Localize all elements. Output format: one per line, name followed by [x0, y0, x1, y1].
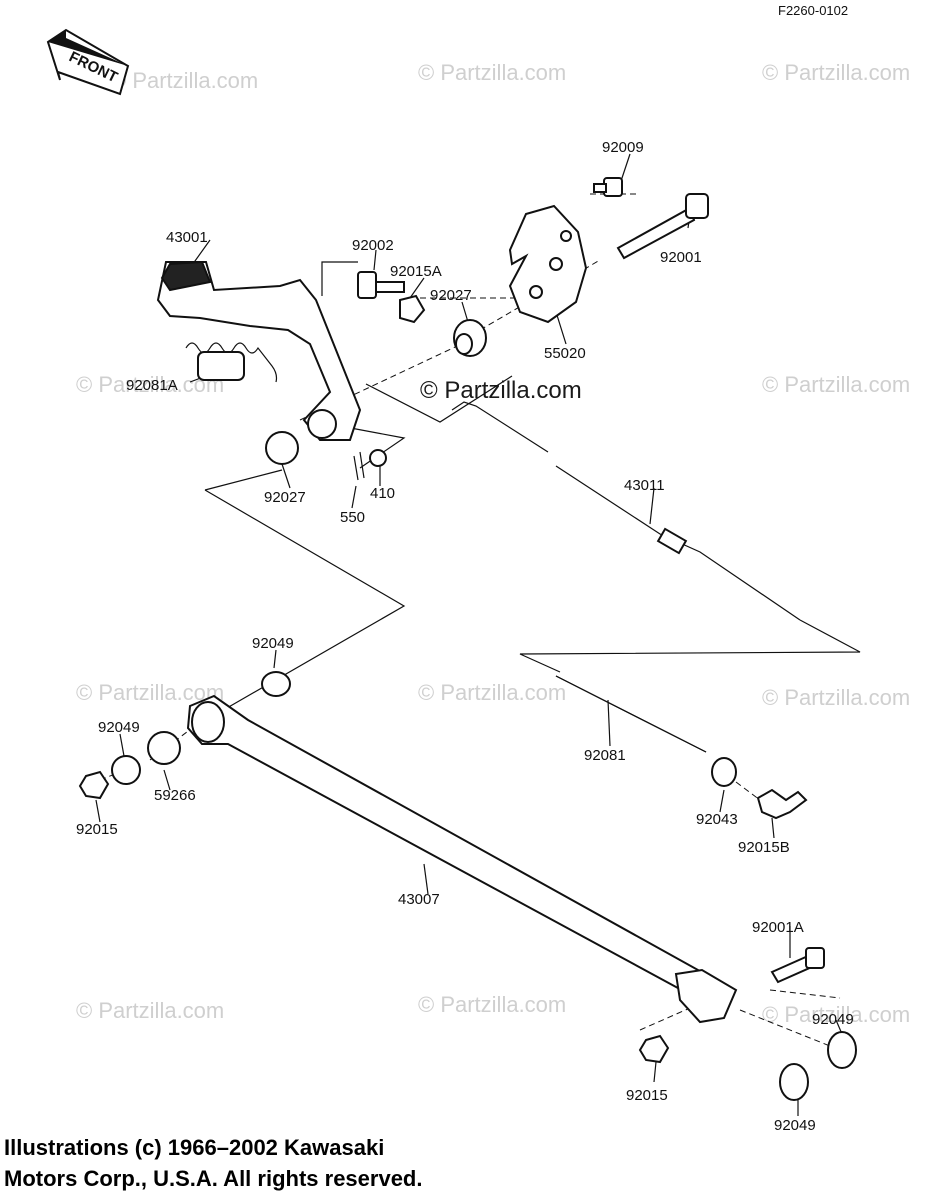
- callout-550: 550: [340, 509, 365, 526]
- washer-92049-b: [111, 755, 141, 785]
- callout-43007: 43007: [398, 891, 440, 908]
- watermark: © Partzilla.com: [762, 372, 910, 397]
- watermark: © Partzilla.com: [420, 377, 582, 404]
- watermark: © Partzilla.com: [76, 998, 224, 1023]
- callout-92002: 92002: [352, 237, 394, 254]
- bracket-55020: [508, 204, 588, 324]
- parts: [78, 177, 857, 1101]
- watermark: © Partzilla.com: [418, 680, 566, 705]
- lever-arm-43007: [186, 694, 738, 1024]
- callout-92015-left: 92015: [76, 821, 118, 838]
- copyright-line-2: Motors Corp., U.S.A. All rights reserved…: [4, 1166, 423, 1191]
- callout-43011: 43011: [624, 477, 665, 494]
- callout-92015a: 92015A: [390, 263, 442, 280]
- copyright-line-1: Illustrations (c) 1966–2002 Kawasaki: [4, 1135, 385, 1160]
- watermark: © Partzilla.com: [76, 680, 224, 705]
- callout-59266: 59266: [154, 787, 196, 804]
- washer-92049-c: [827, 1031, 857, 1069]
- watermark: © Partzilla.com: [762, 1002, 910, 1027]
- washer-410: [369, 449, 387, 467]
- copyright-footer: Illustrations (c) 1966–2002 Kawasaki Mot…: [4, 1132, 422, 1194]
- nut-92015a: [399, 294, 426, 324]
- callout-92027-lower: 92027: [264, 489, 306, 506]
- callout-92009: 92009: [602, 139, 644, 156]
- callouts: 92009 43001 92002 92015A 92027 92001 550…: [76, 139, 854, 1134]
- joint-92043: [711, 757, 737, 787]
- figure-code: F2260-0102: [778, 3, 848, 18]
- callout-43001: 43001: [166, 229, 208, 246]
- spring-coil: [197, 351, 245, 381]
- nut-92015-left: [78, 770, 110, 800]
- callout-92001: 92001: [660, 249, 702, 266]
- watermark: © Partzilla.com: [418, 60, 566, 85]
- watermark: © Partzilla.com: [762, 60, 910, 85]
- callout-92049-c: 92049: [812, 1011, 854, 1028]
- callout-92001a: 92001A: [752, 919, 804, 936]
- watermark: © Partzilla.com: [418, 992, 566, 1017]
- callout-92049-b: 92049: [98, 719, 140, 736]
- callout-92049-d: 92049: [774, 1117, 816, 1134]
- bolt-92001: [616, 206, 696, 260]
- watermark: © Partzilla.com: [762, 685, 910, 710]
- callout-92043: 92043: [696, 811, 738, 828]
- callout-92081a: 92081A: [126, 377, 178, 394]
- nut-92015-bottom: [638, 1034, 670, 1064]
- callout-92015b: 92015B: [738, 839, 790, 856]
- callout-410: 410: [370, 485, 395, 502]
- brake-rod-43011: [451, 401, 801, 621]
- washer-92049-a: [261, 671, 291, 697]
- callout-92027: 92027: [430, 287, 472, 304]
- callout-55020: 55020: [544, 345, 586, 362]
- cotter-pin-550: [353, 451, 365, 481]
- callout-92049-a: 92049: [252, 635, 294, 652]
- bolt-shank: [375, 281, 405, 293]
- callout-92081: 92081: [584, 747, 626, 764]
- callout-92015-bottom: 92015: [626, 1087, 668, 1104]
- bolt-92002: [357, 271, 377, 299]
- bushing-92027-lower: [265, 431, 299, 465]
- brake-pedal-43001: [156, 260, 362, 441]
- front-arrow-badge: FRONT: [46, 28, 130, 96]
- watermark: © Partzilla.com: [110, 68, 258, 93]
- wing-nut-92015b: [756, 788, 808, 820]
- collar-59266: [147, 731, 181, 765]
- washer-92049-d: [779, 1063, 809, 1101]
